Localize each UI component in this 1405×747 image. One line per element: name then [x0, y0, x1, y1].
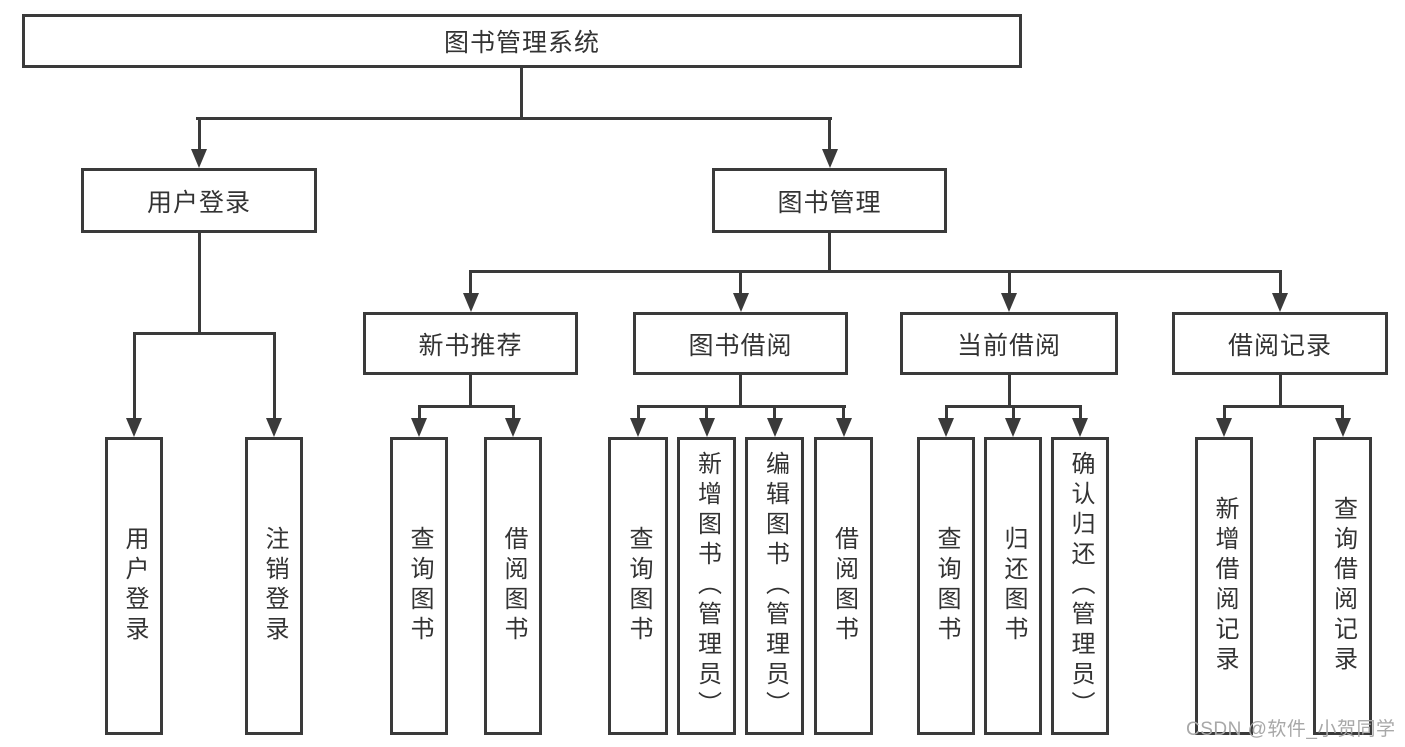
node-borrow-records: 借阅记录 [1172, 312, 1388, 375]
connector-line [828, 117, 831, 151]
arrow-down-icon [938, 418, 954, 437]
leaf-bb-edit-books-admin: 编辑图书（管理员） [745, 437, 804, 735]
connector-line [773, 405, 776, 420]
leaf-bb-edit-books-admin-label: 编辑图书（管理员） [761, 451, 789, 721]
leaf-cb-return-books-label: 归还图书 [1000, 526, 1027, 646]
leaf-cb-confirm-return-admin-label: 确认归还（管理员） [1067, 451, 1094, 721]
connector-line [1007, 375, 1011, 408]
node-new-book-recommend-label: 新书推荐 [418, 331, 523, 360]
leaf-logout: 注销登录 [245, 437, 303, 735]
arrow-down-icon [698, 418, 715, 437]
arrow-down-icon [411, 418, 427, 437]
connector-line [417, 405, 421, 420]
leaf-cb-confirm-return-admin: 确认归还（管理员） [1051, 437, 1109, 735]
connector-line [1011, 405, 1015, 420]
connector-line [1278, 270, 1282, 296]
connector-line [197, 117, 201, 151]
connector-line [469, 270, 472, 296]
connector-line [272, 332, 276, 420]
connector-line [944, 405, 948, 420]
csdn-watermark: CSDN @软件_小贺同学 [1186, 719, 1396, 740]
connector-line [1007, 270, 1011, 296]
arrow-down-icon [1005, 418, 1021, 437]
arrow-down-icon [462, 293, 479, 312]
node-user-login: 用户登录 [81, 168, 317, 233]
arrow-down-icon [732, 293, 749, 312]
connector-line [132, 332, 276, 335]
node-current-borrow-label: 当前借阅 [956, 331, 1061, 360]
arrow-down-icon [1334, 418, 1351, 437]
connector-line [739, 375, 742, 408]
node-book-borrow: 图书借阅 [633, 312, 848, 375]
leaf-user-login-label: 用户登录 [121, 526, 148, 646]
connector-line [828, 233, 831, 273]
leaf-bb-query-books: 查询图书 [608, 437, 668, 735]
connector-line [636, 405, 640, 420]
leaf-bb-add-books-admin-label: 新增图书（管理员） [693, 451, 721, 721]
leaf-logout-label: 注销登录 [261, 526, 288, 646]
connector-line [417, 405, 515, 408]
leaf-bb-add-books-admin: 新增图书（管理员） [677, 437, 736, 735]
connector-line [197, 233, 201, 335]
leaf-rec-query-record: 查询借阅记录 [1313, 437, 1372, 735]
connector-line [1222, 405, 1344, 408]
connector-line [1278, 375, 1282, 408]
connector-line [739, 270, 742, 296]
arrow-down-icon [835, 418, 852, 437]
connector-line [469, 270, 1281, 273]
connector-line [469, 375, 472, 408]
arrow-down-icon [630, 418, 646, 437]
connector-line [132, 332, 136, 420]
node-current-borrow: 当前借阅 [900, 312, 1118, 375]
arrow-down-icon [266, 418, 282, 437]
leaf-cb-return-books: 归还图书 [984, 437, 1042, 735]
arrow-down-icon [1072, 418, 1088, 437]
leaf-nb-borrow-books-label: 借阅图书 [500, 526, 527, 646]
node-new-book-recommend: 新书推荐 [363, 312, 578, 375]
connector-line [520, 68, 523, 120]
leaf-bb-query-books-label: 查询图书 [625, 526, 652, 646]
leaf-nb-query-books: 查询图书 [390, 437, 448, 735]
node-root-label: 图书管理系统 [443, 29, 600, 57]
node-root: 图书管理系统 [22, 14, 1022, 68]
node-user-login-label: 用户登录 [146, 188, 251, 217]
arrow-down-icon [1216, 418, 1232, 437]
arrow-down-icon [126, 418, 142, 437]
connector-line [705, 405, 708, 420]
leaf-rec-add-record-label: 新增借阅记录 [1211, 496, 1238, 676]
leaf-user-login: 用户登录 [105, 437, 163, 735]
leaf-rec-query-record-label: 查询借阅记录 [1329, 496, 1357, 676]
arrow-down-icon [505, 418, 521, 437]
connector-line [1222, 405, 1226, 420]
connector-line [636, 405, 846, 408]
leaf-bb-borrow-books-label: 借阅图书 [830, 526, 858, 646]
arrow-down-icon [821, 149, 838, 168]
leaf-cb-query-books-label: 查询图书 [933, 526, 960, 646]
leaf-nb-query-books-label: 查询图书 [406, 526, 433, 646]
leaf-bb-borrow-books: 借阅图书 [814, 437, 873, 735]
leaf-rec-add-record: 新增借阅记录 [1195, 437, 1253, 735]
connector-line [842, 405, 845, 420]
connector-line [196, 117, 832, 120]
node-book-borrow-label: 图书借阅 [688, 331, 793, 360]
node-book-management-label: 图书管理 [777, 188, 882, 217]
arrow-down-icon [1272, 293, 1288, 312]
leaf-cb-query-books: 查询图书 [917, 437, 975, 735]
arrow-down-icon [191, 149, 207, 168]
arrow-down-icon [1001, 293, 1017, 312]
connector-line [1078, 405, 1082, 420]
connector-line [511, 405, 515, 420]
connector-line [1341, 405, 1344, 420]
leaf-nb-borrow-books: 借阅图书 [484, 437, 542, 735]
node-book-management: 图书管理 [712, 168, 947, 233]
node-borrow-records-label: 借阅记录 [1227, 331, 1332, 360]
arrow-down-icon [766, 418, 783, 437]
